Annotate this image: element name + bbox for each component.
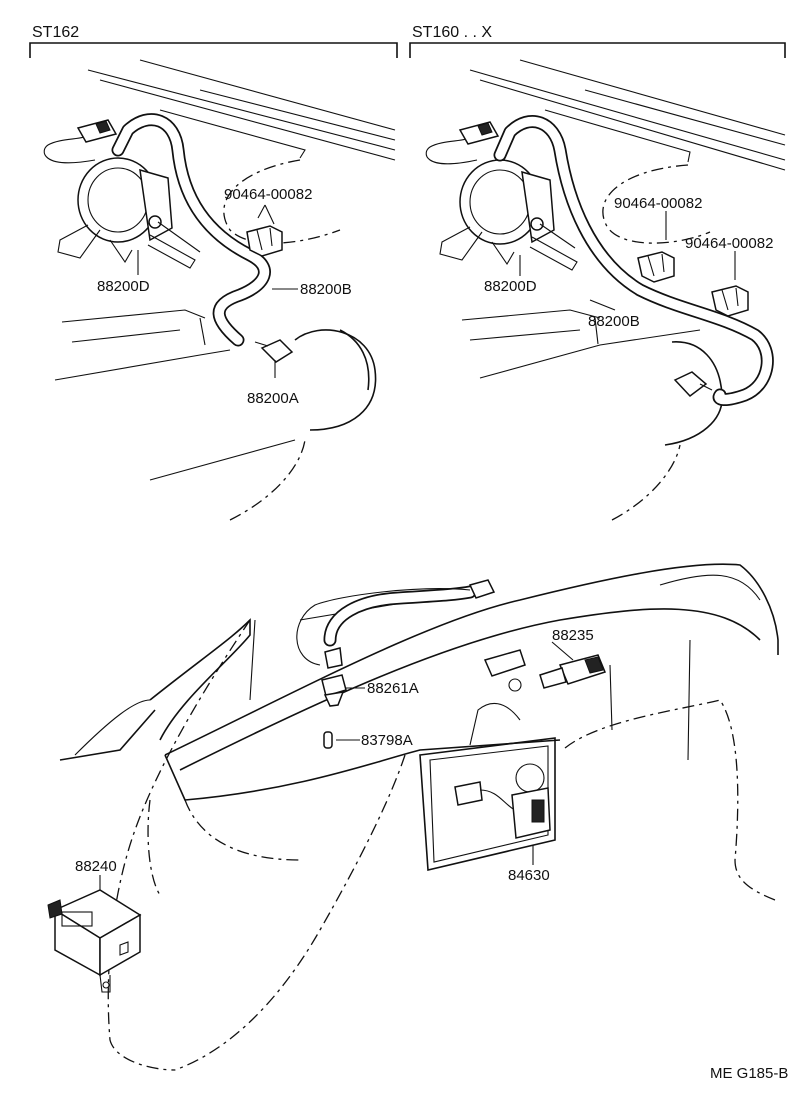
right-panel-drawing [425,59,786,521]
label-r-clip1: 90464-00082 [614,195,702,212]
left-clip [246,225,283,257]
label-l-clip: 90464-00082 [224,186,312,203]
label-r-clip2: 90464-00082 [685,235,773,252]
bulb [323,731,333,749]
computer-88240 [47,889,142,993]
label-r-actuator: 88200D [484,278,537,295]
label-l-actuator: 88200D [97,278,150,295]
label-l-sensor: 88200A [247,390,299,407]
switch-84630 [454,781,551,839]
label-b-bulb: 83798A [361,732,413,749]
right-sensor [673,371,713,398]
bulb-socket [321,647,347,707]
right-actuator [439,159,578,271]
right-clip-1 [637,251,675,283]
left-sensor [254,339,294,363]
section-label-right: ST160 . . X [412,24,492,41]
figure-code: ME G185-B [710,1065,788,1082]
label-b-switch: 88235 [552,627,594,644]
label-b-bulb-socket: 88261A [367,680,419,697]
label-r-hose: 88200B [588,313,640,330]
section-bracket-left: ST162 [29,24,398,58]
section-label-left: ST162 [32,24,79,41]
bottom-panel-drawing [47,563,779,1071]
left-panel-drawing [43,59,396,521]
label-b-computer: 88240 [75,858,117,875]
label-l-hose: 88200B [300,281,352,298]
left-actuator [57,157,201,269]
right-clip-2 [711,285,749,317]
section-bracket-right: ST160 . . X [409,24,786,58]
switch-88235 [483,649,607,692]
label-b-main-switch: 84630 [508,867,550,884]
